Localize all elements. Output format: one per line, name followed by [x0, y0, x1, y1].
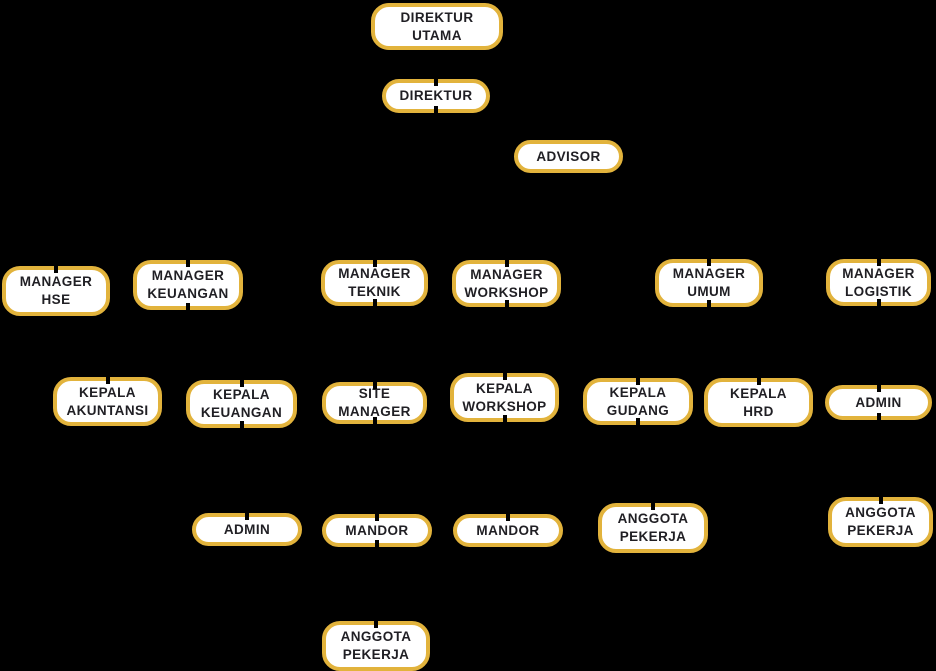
org-node-label: DIREKTUR UTAMA [400, 9, 474, 43]
org-node-kepala-gudang: KEPALA GUDANG [583, 376, 693, 427]
org-node-label: MANAGER TEKNIK [338, 266, 411, 299]
connector-tick-top [502, 371, 507, 380]
connector-tick-top [876, 383, 881, 392]
connector-tick-bottom [876, 413, 881, 422]
org-node-manager-hse: MANAGER HSE [2, 264, 110, 316]
connector-tick-bottom [186, 303, 190, 312]
connector-tick-top [504, 258, 509, 267]
connector-tick-top [54, 264, 58, 273]
org-node-label: KEPALA WORKSHOP [462, 380, 547, 414]
org-node-kepala-hrd: KEPALA HRD [704, 376, 813, 427]
org-node-advisor: ADVISOR [514, 140, 623, 173]
connector-tick-top [756, 376, 761, 385]
connector-tick-bottom [504, 300, 509, 309]
org-node-admin-keuangan: ADMIN [192, 511, 302, 546]
connector-tick-top [374, 619, 378, 628]
connector-tick-bottom [372, 299, 377, 308]
connector-tick-top [434, 77, 438, 86]
org-node-label: MANAGER KEUANGAN [147, 268, 229, 301]
org-node-label: KEPALA GUDANG [606, 384, 670, 418]
org-node-label: DIREKTUR [399, 88, 473, 104]
connector-tick-top [239, 378, 244, 387]
org-node-label: ADVISOR [536, 148, 601, 164]
connector-tick-bottom [636, 418, 640, 427]
org-node-label: MANDOR [345, 522, 409, 538]
org-node-kepala-keuangan: KEPALA KEUANGAN [186, 378, 297, 430]
connector-tick-top [105, 375, 110, 384]
org-node-label: MANAGER WORKSHOP [464, 266, 549, 300]
connector-tick-bottom [707, 300, 711, 309]
org-node-label: ANGGOTA PEKERJA [617, 511, 689, 544]
connector-tick-top [878, 495, 883, 504]
org-node-manager-keuangan: MANAGER KEUANGAN [133, 258, 243, 312]
org-node-direktur: DIREKTUR [382, 77, 490, 115]
org-node-manager-teknik: MANAGER TEKNIK [321, 258, 428, 308]
org-node-label: ADMIN [223, 521, 271, 537]
org-node-label: KEPALA KEUANGAN [200, 387, 283, 420]
connector-tick-top [636, 376, 640, 385]
org-node-direktur-utama: DIREKTUR UTAMA [371, 3, 503, 50]
connector-tick-bottom [434, 106, 438, 115]
org-node-label: MANAGER LOGISTIK [842, 265, 915, 299]
org-node-manager-logistik: MANAGER LOGISTIK [826, 257, 931, 308]
connector-tick-top [375, 512, 379, 521]
org-node-label: ANGGOTA PEKERJA [340, 629, 412, 662]
org-node-mandor-1: MANDOR [322, 512, 432, 549]
connector-tick-top [876, 257, 881, 266]
org-node-kepala-akuntansi: KEPALA AKUNTANSI [53, 375, 162, 426]
org-node-manager-workshop: MANAGER WORKSHOP [452, 258, 561, 309]
connector-tick-bottom [375, 540, 379, 549]
org-node-mandor-2: MANDOR [453, 512, 563, 547]
org-node-label: MANAGER HSE [19, 274, 93, 307]
org-node-kepala-workshop: KEPALA WORKSHOP [450, 371, 559, 424]
connector-tick-top [245, 511, 249, 520]
org-node-manager-umum: MANAGER UMUM [655, 257, 763, 309]
org-node-admin-umum: ADMIN [825, 383, 932, 422]
org-node-label: MANAGER UMUM [672, 266, 746, 299]
org-node-site-manager: SITE MANAGER [322, 380, 427, 426]
org-node-anggota-pekerja-1: ANGGOTA PEKERJA [598, 501, 708, 553]
org-node-label: ANGGOTA PEKERJA [845, 505, 916, 538]
connector-tick-top [707, 257, 711, 266]
connector-tick-bottom [502, 415, 507, 424]
org-node-anggota-pekerja-2: ANGGOTA PEKERJA [828, 495, 933, 547]
org-node-label: SITE MANAGER [338, 386, 411, 419]
connector-tick-bottom [239, 421, 244, 430]
org-node-label: KEPALA AKUNTANSI [66, 384, 149, 418]
connector-tick-bottom [372, 417, 377, 426]
org-node-label: ADMIN [855, 394, 902, 410]
connector-tick-top [372, 380, 377, 389]
org-node-label: MANDOR [476, 522, 540, 538]
connector-tick-top [506, 512, 510, 521]
org-node-anggota-pekerja-3: ANGGOTA PEKERJA [322, 619, 430, 671]
org-node-label: KEPALA HRD [730, 385, 787, 419]
connector-tick-bottom [876, 299, 881, 308]
connector-tick-top [186, 258, 190, 267]
connector-tick-top [372, 258, 377, 267]
connector-tick-top [651, 501, 655, 510]
